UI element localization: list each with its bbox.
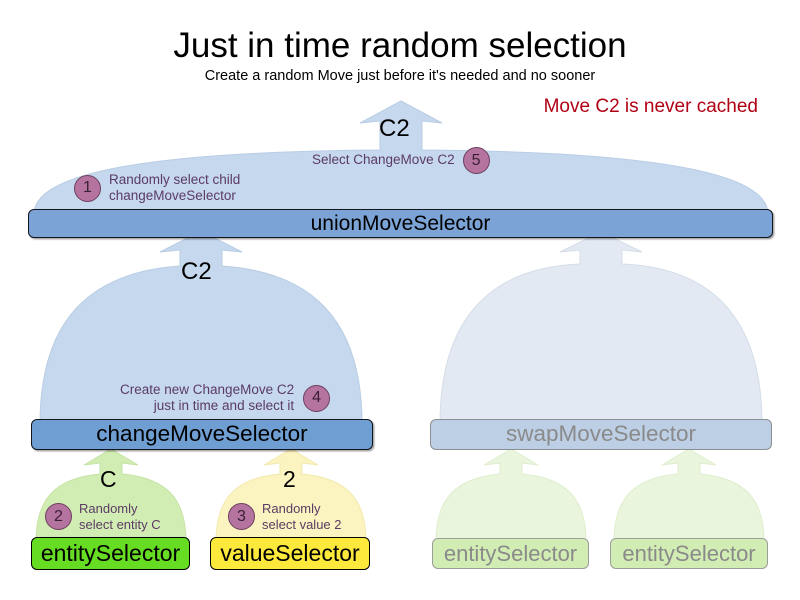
step-badge-5: 5 [462, 147, 490, 174]
flow-label-value-to-change: 2 [283, 466, 296, 492]
step-text-1-line2: changeMoveSelector [109, 188, 236, 204]
node-swap-entity-selector-b[interactable]: entitySelector [610, 538, 768, 569]
flow-label-union-out: C2 [379, 115, 410, 142]
cache-note: Move C2 is never cached [543, 96, 758, 117]
step-text-3-line1: Randomly [262, 501, 321, 516]
node-entity-selector[interactable]: entitySelector [31, 537, 190, 570]
step-text-4-line1: Create new ChangeMove C2 [120, 382, 295, 397]
step-badge-1: 1 [74, 174, 101, 202]
page-subtitle: Create a random Move just before it's ne… [204, 68, 596, 84]
step-badge-2: 2 [45, 503, 72, 531]
flow-bell-entity-to-change [35, 448, 187, 543]
page-title: Just in time random selection [173, 26, 627, 65]
step-text-5-line1: Select ChangeMove C2 [312, 152, 455, 168]
flow-label-change-to-union: C2 [181, 258, 212, 285]
flow-bell-swap-entity-b [613, 448, 765, 543]
step-badge-3: 3 [228, 503, 255, 531]
step-annotation-3: 3 Randomly select value 2 [228, 501, 342, 533]
step-badge-4: 4 [303, 384, 331, 412]
step-annotation-5: Select ChangeMove C2 5 [312, 147, 490, 174]
step-text-2: Randomly select entity C [79, 501, 161, 533]
flow-bell-swap-to-union [439, 231, 763, 425]
node-swap-entity-selector-a[interactable]: entitySelector [432, 538, 589, 569]
step-annotation-2: 2 Randomly select entity C [45, 501, 161, 533]
step-text-4-line2: just in time and select it [153, 398, 295, 414]
step-text-4: Create new ChangeMove C2 just in time an… [120, 382, 294, 415]
step-text-3: Randomly select value 2 [262, 501, 342, 533]
step-text-1-line1: Randomly select child [109, 172, 241, 187]
node-union-move-selector[interactable]: unionMoveSelector [28, 209, 773, 238]
step-annotation-1: 1 Randomly select child changeMoveSelect… [74, 172, 240, 205]
node-change-move-selector[interactable]: changeMoveSelector [31, 419, 373, 450]
step-text-3-line2: select value 2 [262, 516, 342, 532]
step-annotation-4: Create new ChangeMove C2 just in time an… [120, 382, 331, 415]
flow-label-entity-to-change: C [100, 466, 117, 492]
step-text-5: Select ChangeMove C2 [312, 152, 455, 168]
flow-bell-swap-entity-a [435, 448, 587, 543]
flow-bell-union-out [33, 100, 769, 215]
flow-bell-change-to-union [39, 230, 363, 425]
step-text-2-line1: Randomly [79, 501, 138, 516]
node-value-selector[interactable]: valueSelector [210, 537, 370, 570]
step-text-1: Randomly select child changeMoveSelector [109, 172, 240, 205]
step-text-2-line2: select entity C [79, 516, 161, 532]
node-swap-move-selector[interactable]: swapMoveSelector [430, 419, 772, 450]
